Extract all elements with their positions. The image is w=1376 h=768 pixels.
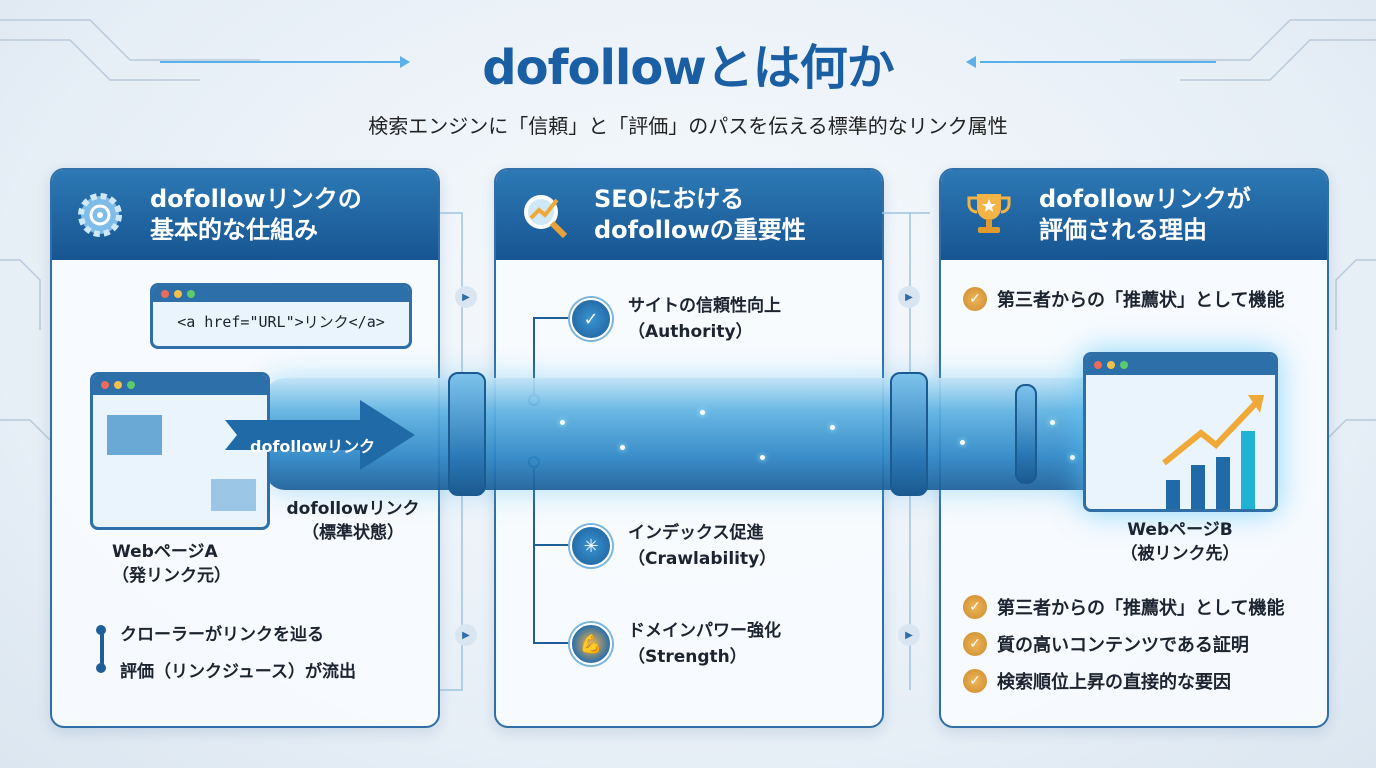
importance-item: 💪 ドメインパワー強化 （Strength） bbox=[570, 618, 781, 670]
check-icon: ✓ bbox=[963, 595, 987, 619]
panel-header: dofollowリンクの基本的な仕組み bbox=[52, 170, 438, 260]
item-title: インデックス促進 bbox=[628, 523, 764, 543]
step-item: 評価（リンクジュース）が流出 bbox=[120, 662, 356, 682]
pipe-flange bbox=[448, 372, 486, 496]
step-item: クローラーがリンクを辿る bbox=[120, 625, 324, 645]
shield-check-icon: ✓ bbox=[570, 298, 612, 340]
trophy-icon bbox=[961, 187, 1017, 243]
reason-text: 第三者からの「推薦状」として機能 bbox=[997, 290, 1285, 311]
panel-title-line1: dofollowリンクの bbox=[150, 185, 362, 213]
panel-title-line2: 基本的な仕組み bbox=[150, 216, 318, 244]
growth-chart-icon bbox=[1162, 395, 1264, 509]
reason-text: 第三者からの「推薦状」として機能 bbox=[997, 598, 1285, 619]
importance-item: ✓ サイトの信頼性向上 （Authority） bbox=[570, 293, 781, 345]
panel-title-line1: SEOにおける bbox=[594, 185, 745, 213]
page-a-label-line1: WebページA bbox=[112, 542, 218, 562]
reason-item: ✓ 検索順位上昇の直接的な要因 bbox=[963, 668, 1231, 694]
pipe-flange bbox=[1015, 384, 1037, 484]
dofollow-arrow bbox=[225, 400, 415, 470]
page-b-label-line2: （被リンク先） bbox=[1120, 544, 1240, 564]
pipe-flange bbox=[890, 372, 928, 496]
item-subtitle: （Crawlability） bbox=[628, 549, 777, 569]
play-icon: ▶ bbox=[898, 624, 920, 646]
gear-icon bbox=[72, 187, 128, 243]
panel-title-line1: dofollowリンクが bbox=[1039, 185, 1251, 213]
item-subtitle: （Strength） bbox=[628, 647, 747, 667]
arrow-label: dofollowリンク bbox=[250, 437, 376, 456]
code-snippet: <a href="URL">リンク</a> bbox=[177, 313, 385, 331]
panel-title-line2: dofollowの重要性 bbox=[594, 216, 806, 244]
reason-item: ✓ 質の高いコンテンツである証明 bbox=[963, 631, 1249, 657]
play-icon: ▶ bbox=[898, 286, 920, 308]
webpage-b-window bbox=[1083, 352, 1278, 512]
check-icon: ✓ bbox=[963, 287, 987, 311]
play-icon: ▶ bbox=[455, 286, 477, 308]
page-b-label-line1: WebページB bbox=[1127, 520, 1233, 540]
panel-title-line2: 評価される理由 bbox=[1039, 216, 1207, 244]
importance-item: ✳ インデックス促進 （Crawlability） bbox=[570, 520, 776, 572]
reason-text: 質の高いコンテンツである証明 bbox=[997, 635, 1249, 656]
item-title: ドメインパワー強化 bbox=[628, 621, 781, 641]
check-icon: ✓ bbox=[963, 632, 987, 656]
item-title: サイトの信頼性向上 bbox=[628, 296, 781, 316]
link-label-line2: （標準状態） bbox=[302, 523, 404, 543]
play-icon: ▶ bbox=[455, 624, 477, 646]
item-subtitle: （Authority） bbox=[628, 322, 753, 342]
link-label-line1: dofollowリンク bbox=[286, 499, 420, 519]
panel-header: dofollowリンクが評価される理由 bbox=[941, 170, 1327, 260]
reason-text: 検索順位上昇の直接的な要因 bbox=[997, 672, 1231, 693]
magnifier-chart-icon bbox=[516, 187, 572, 243]
reason-item: ✓ 第三者からの「推薦状」として機能 bbox=[963, 594, 1284, 620]
reason-item: ✓ 第三者からの「推薦状」として機能 bbox=[963, 286, 1284, 312]
page-title: dofollowとは何か bbox=[482, 40, 894, 96]
network-icon: ✳ bbox=[570, 525, 612, 567]
panel-header: SEOにおける dofollowの重要性 bbox=[496, 170, 882, 260]
page-subtitle: 検索エンジンに「信頼」と「評価」のパスを伝える標準的なリンク属性 bbox=[368, 114, 1008, 138]
webpage-a-window bbox=[90, 372, 270, 530]
check-icon: ✓ bbox=[963, 669, 987, 693]
code-bubble: <a href="URL">リンク</a> bbox=[150, 283, 412, 349]
muscle-icon: 💪 bbox=[570, 623, 612, 665]
page-a-label-line2: （発リンク元） bbox=[112, 566, 231, 586]
